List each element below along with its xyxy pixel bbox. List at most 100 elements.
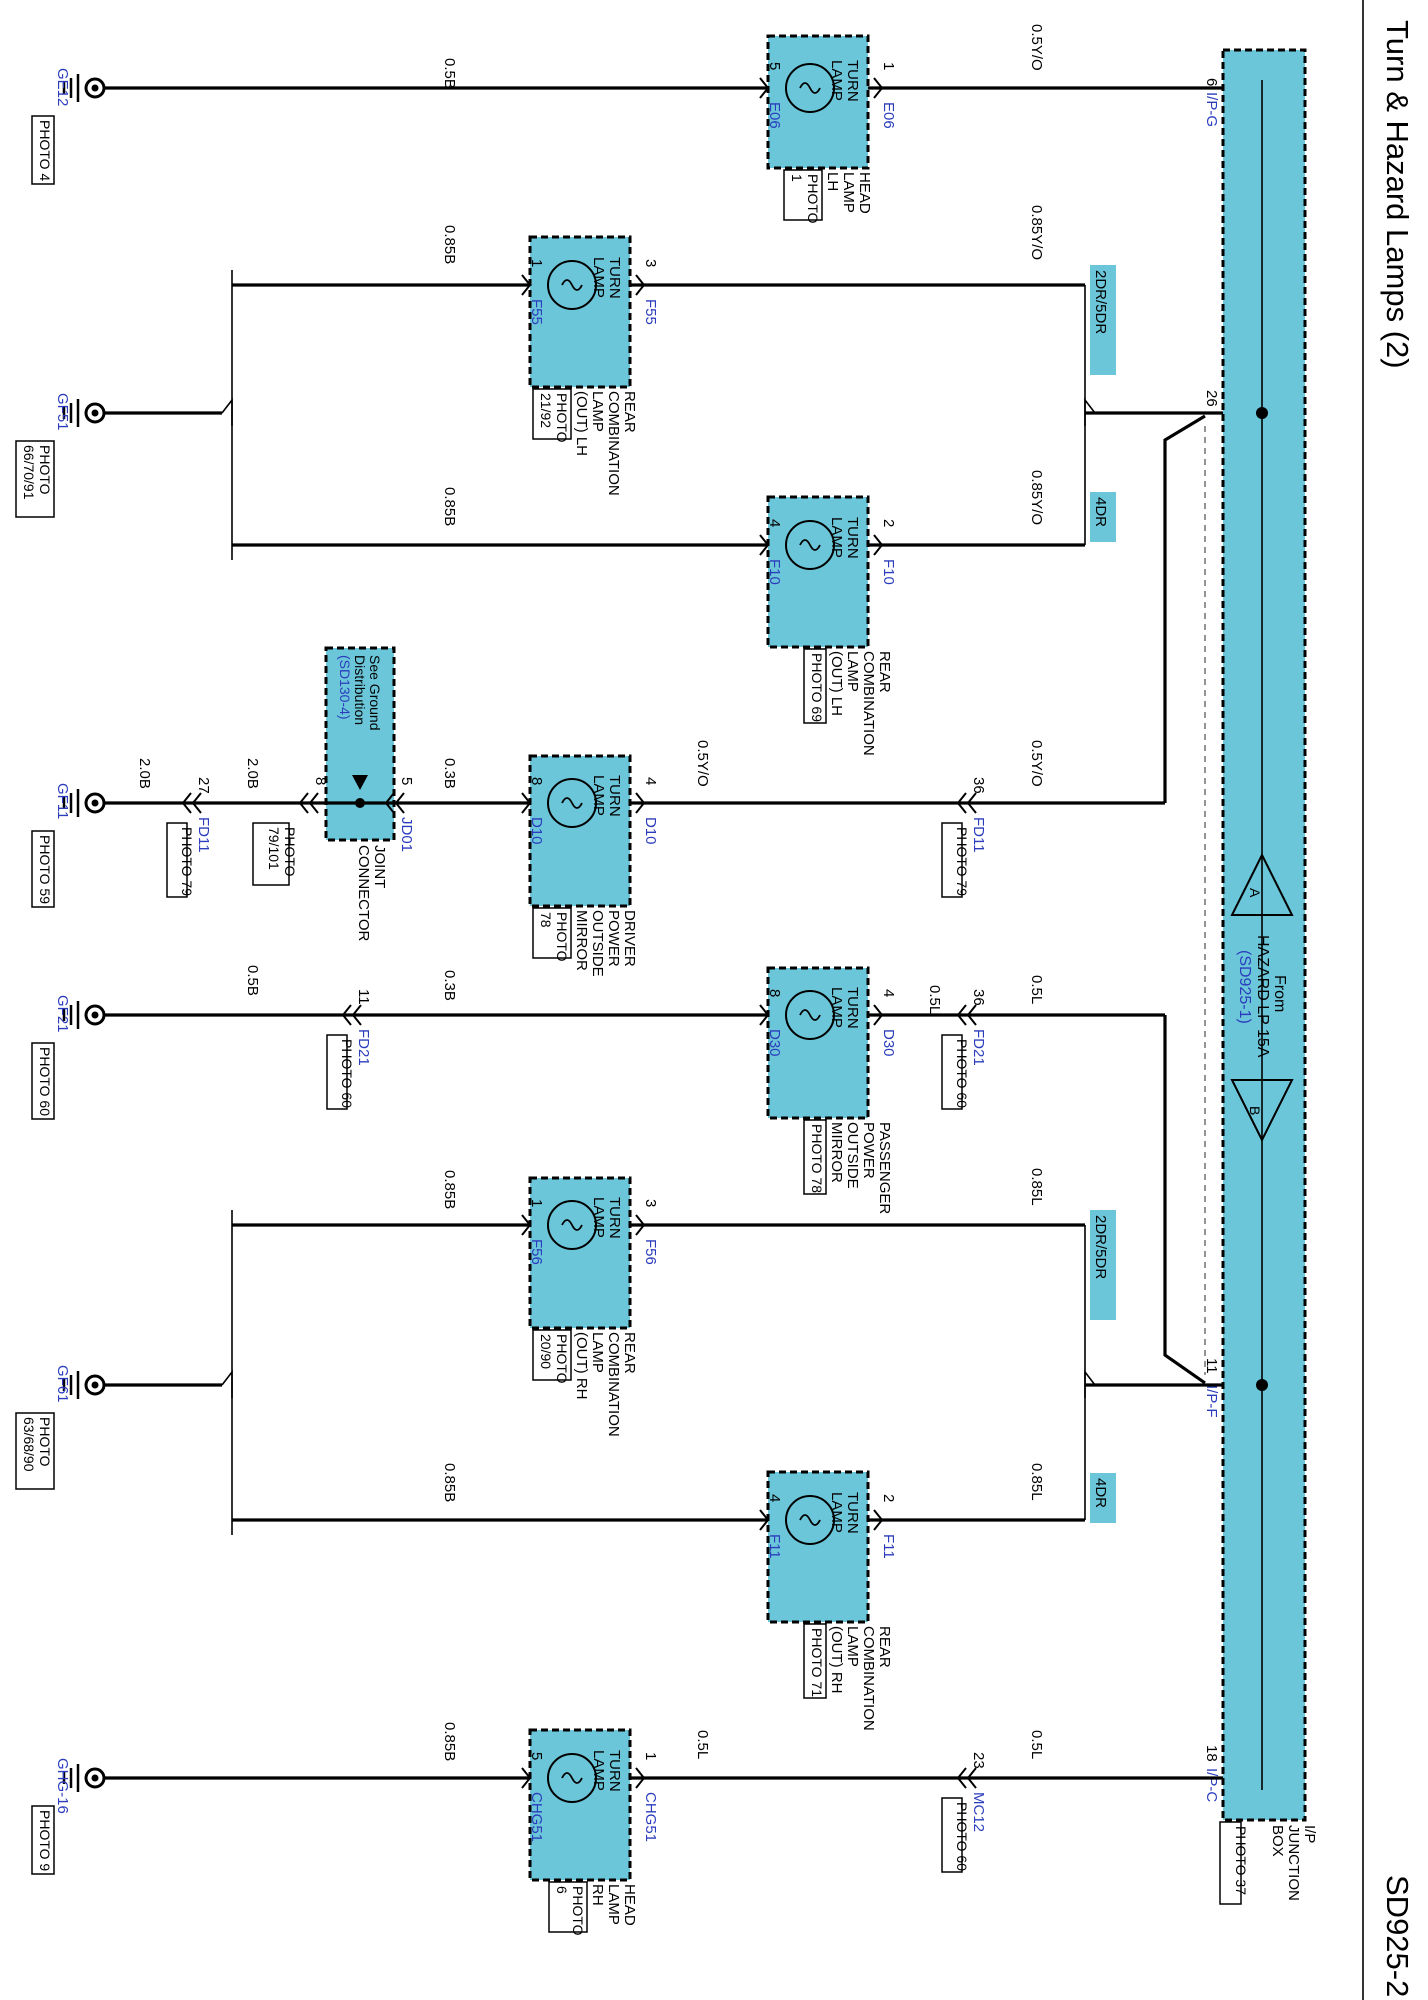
pin-number: 4 [766,519,783,527]
photo-box [15,440,55,518]
ground-id: GF51 [54,393,71,431]
joint-label-1: JOINT [371,845,388,888]
pin-number: 8 [312,777,329,785]
connector-pin [635,1767,646,1789]
photo-ref: PHOTO [554,1334,570,1384]
lamp-type: LAMP [590,257,607,298]
branch [221,1369,233,1398]
wire-label: 0.85B [441,487,458,526]
wire-pin36 [1163,414,1206,803]
lamp-body [766,34,870,170]
wire-label: 0.5L [1028,975,1045,1004]
lamp-type: TURN [606,257,623,299]
pin-number: 5 [528,1752,545,1760]
marker-a-label: A [1247,888,1263,898]
connector-pin [635,792,646,814]
ground-id: GE12 [54,68,71,106]
connector-id: D30 [880,1029,897,1057]
option-4dr: 4DR [1092,497,1109,527]
connector-id: D10 [642,817,659,845]
filament-icon [561,279,583,291]
wire-label: 0.5B [244,965,261,996]
connector-pin [956,1004,967,1026]
photo-ref: PHOTO [554,393,570,443]
wire-pin11 [1163,1015,1206,1385]
pin-11: 11 [1203,1358,1220,1374]
lamp-type: LAMP [590,775,607,816]
photo-box [31,1042,55,1120]
wire-label: 0.85B [441,1170,458,1209]
lamp-description: LAMP [605,1884,622,1925]
lamp-description: POWER [860,1122,877,1179]
pin-number: 36 [970,777,987,794]
branch [221,397,233,426]
photo-box [548,1881,588,1933]
photo-ref: PHOTO 60 [954,1039,970,1108]
jb-label-2: JUNCTION [1285,1825,1302,1901]
connector-pin [191,792,202,814]
connector-id: FD11 [195,817,212,853]
photo-ref: PHOTO 79 [179,827,195,896]
lamp-description: LAMP [589,391,606,432]
connector-id: D10 [528,817,545,845]
photo-ref: PHOTO 79 [954,827,970,896]
ground-terminal-dot [91,1774,99,1782]
option-2dr5dr: 2DR/5DR [1092,1215,1109,1279]
pin-number: 1 [642,1752,659,1760]
photo-ref: PHOTO 4 [37,120,53,181]
pin-number: 8 [528,777,545,785]
connector-id: F11 [766,1534,783,1559]
filament-icon [799,1514,821,1526]
wire-label: 0.85B [441,225,458,264]
connector-pin [394,792,405,814]
option-tag [1090,1210,1116,1320]
wire-label: 0.5L [1028,1730,1045,1759]
marker-b [1230,1079,1294,1143]
marker-a [1230,852,1294,916]
wire-label: 0.85Y/O [1028,205,1045,260]
lamp-description: (OUT) LH [573,391,590,456]
bulb-icon [785,990,835,1040]
photo-box [532,388,572,440]
lamp-description: MIRROR [573,910,590,971]
pin-number: 5 [398,777,415,785]
pin-number: 23 [970,1752,987,1769]
pin-ipf: I/P-F [1203,1385,1220,1418]
photo-box [941,1797,963,1873]
lamp-type: TURN [844,517,861,559]
lamp-description: REAR [621,1332,638,1374]
connector-pin [956,1767,967,1789]
connector-id: MC12 [970,1792,987,1832]
wire-label: 0.85B [441,1463,458,1502]
photo-box [31,1805,55,1875]
bulb-icon [547,260,597,310]
pin-number: 2 [880,1494,897,1502]
connector-id: FD21 [970,1029,987,1066]
pin-number: 3 [642,1199,659,1207]
pin-26: 26 [1203,390,1220,407]
joint-label-2: CONNECTOR [355,845,372,942]
connector-id: F55 [528,299,545,325]
joint-ref-2: Distribution [352,655,368,725]
photo-ref: PHOTO [570,1886,586,1936]
hazard-from: From [1271,975,1288,1012]
wire-label: 0.85L [1028,1168,1045,1206]
lamp-description: LH [824,172,841,191]
photo-ref: 78 [538,912,554,928]
lamp-description: MIRROR [828,1122,845,1183]
connector-pin [635,1214,646,1236]
connector-pin [873,534,884,556]
pin-number: 1 [528,1199,545,1207]
connector-pin [298,792,309,814]
lamp-description: (OUT) RH [828,1626,845,1694]
bulb-icon [547,1753,597,1803]
lamp-description: (OUT) LH [828,651,845,716]
